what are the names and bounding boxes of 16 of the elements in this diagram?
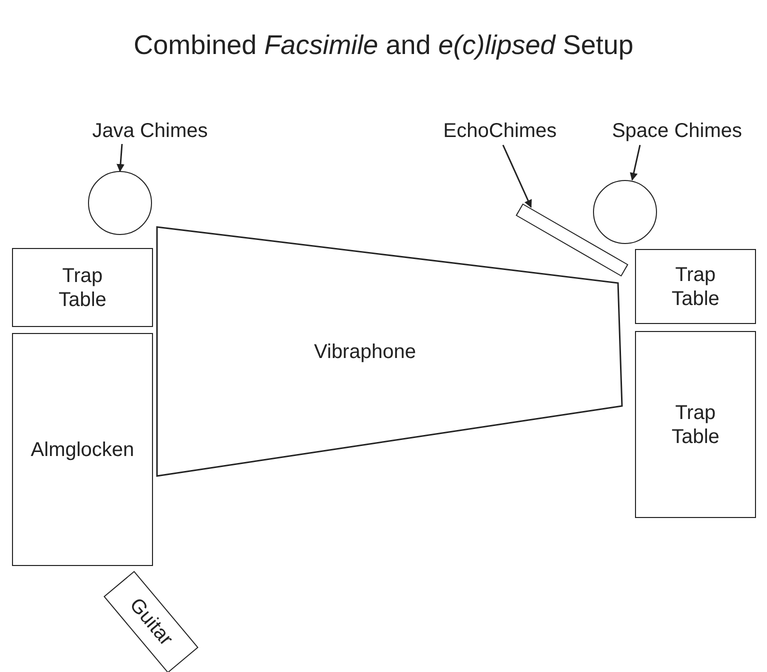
trapezoid-outline (156, 226, 624, 478)
instrument-label: Java Chimes (80, 118, 220, 144)
arrow (630, 144, 641, 181)
instrument-box: Trap Table (12, 248, 153, 327)
diagram-title: Combined Facsimile and e(c)lipsed Setup (132, 30, 634, 61)
instrument-box: Almglocken (12, 333, 153, 566)
instrument-label: Space Chimes (592, 118, 762, 144)
arrow (502, 144, 532, 208)
instrument-box: Trap Table (635, 249, 756, 324)
chimes-circle (88, 171, 152, 235)
arrow (116, 144, 124, 172)
chimes-circle (593, 180, 657, 244)
instrument-label: EchoChimes (440, 118, 560, 144)
chimes-bar (516, 203, 628, 277)
instrument-label: Vibraphone (314, 340, 416, 364)
instrument-box: Trap Table (635, 331, 756, 518)
